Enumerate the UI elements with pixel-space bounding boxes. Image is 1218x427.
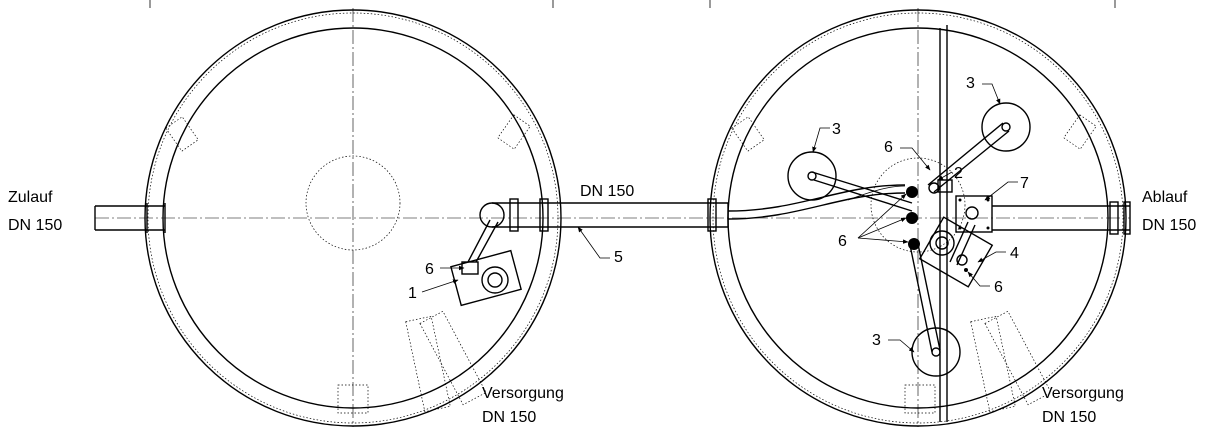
callout-3-left: 3	[832, 121, 841, 138]
supply-left-label-line1: Versorgung	[482, 385, 564, 402]
aerator-disc-top-right	[981, 102, 1031, 152]
inlet-pipe	[94, 203, 166, 233]
outlet-pipe	[992, 201, 1131, 235]
callout-6-group: 6	[838, 233, 847, 250]
outlet-label-line2: DN 150	[1142, 217, 1196, 234]
callout-4: 4	[1010, 245, 1019, 262]
callout-3-top-right: 3	[966, 75, 975, 92]
callout-6-bottom-right: 6	[994, 279, 1003, 296]
right-supply-pipes	[970, 310, 1052, 413]
supply-right-label-line1: Versorgung	[1042, 385, 1124, 402]
left-tank-center-opening	[305, 155, 401, 251]
aerator-disc-left	[787, 151, 837, 201]
right-tank-center-opening	[870, 157, 966, 253]
callout-6-top: 6	[884, 139, 893, 156]
leader-lines	[421, 83, 1018, 353]
callout-3-bottom: 3	[872, 332, 881, 349]
pump-unit-1	[450, 219, 522, 307]
callout-6-left: 6	[425, 261, 434, 278]
inlet-label-line1: Zulauf	[8, 189, 53, 206]
left-supply-pipes	[405, 310, 487, 413]
aerator-arms	[811, 122, 1010, 353]
pipe-label: DN 150	[580, 183, 634, 200]
callout-7: 7	[1020, 175, 1029, 192]
callout-1: 1	[408, 285, 417, 302]
callout-5: 5	[614, 249, 623, 266]
callout-2: 2	[954, 165, 963, 182]
top-reference-ticks	[149, 0, 1116, 8]
left-tank	[95, 8, 710, 427]
valves	[906, 179, 953, 250]
aerator-disc-bottom	[911, 327, 961, 377]
control-box-7	[955, 195, 993, 233]
pump-unit-4	[918, 216, 994, 288]
supply-right-label-line2: DN 150	[1042, 409, 1096, 426]
inlet-label-line2: DN 150	[8, 217, 62, 234]
right-tank	[709, 8, 1130, 427]
supply-left-label-line2: DN 150	[482, 409, 536, 426]
outlet-label-line1: Ablauf	[1142, 189, 1188, 206]
connecting-pipe-5	[479, 184, 906, 232]
